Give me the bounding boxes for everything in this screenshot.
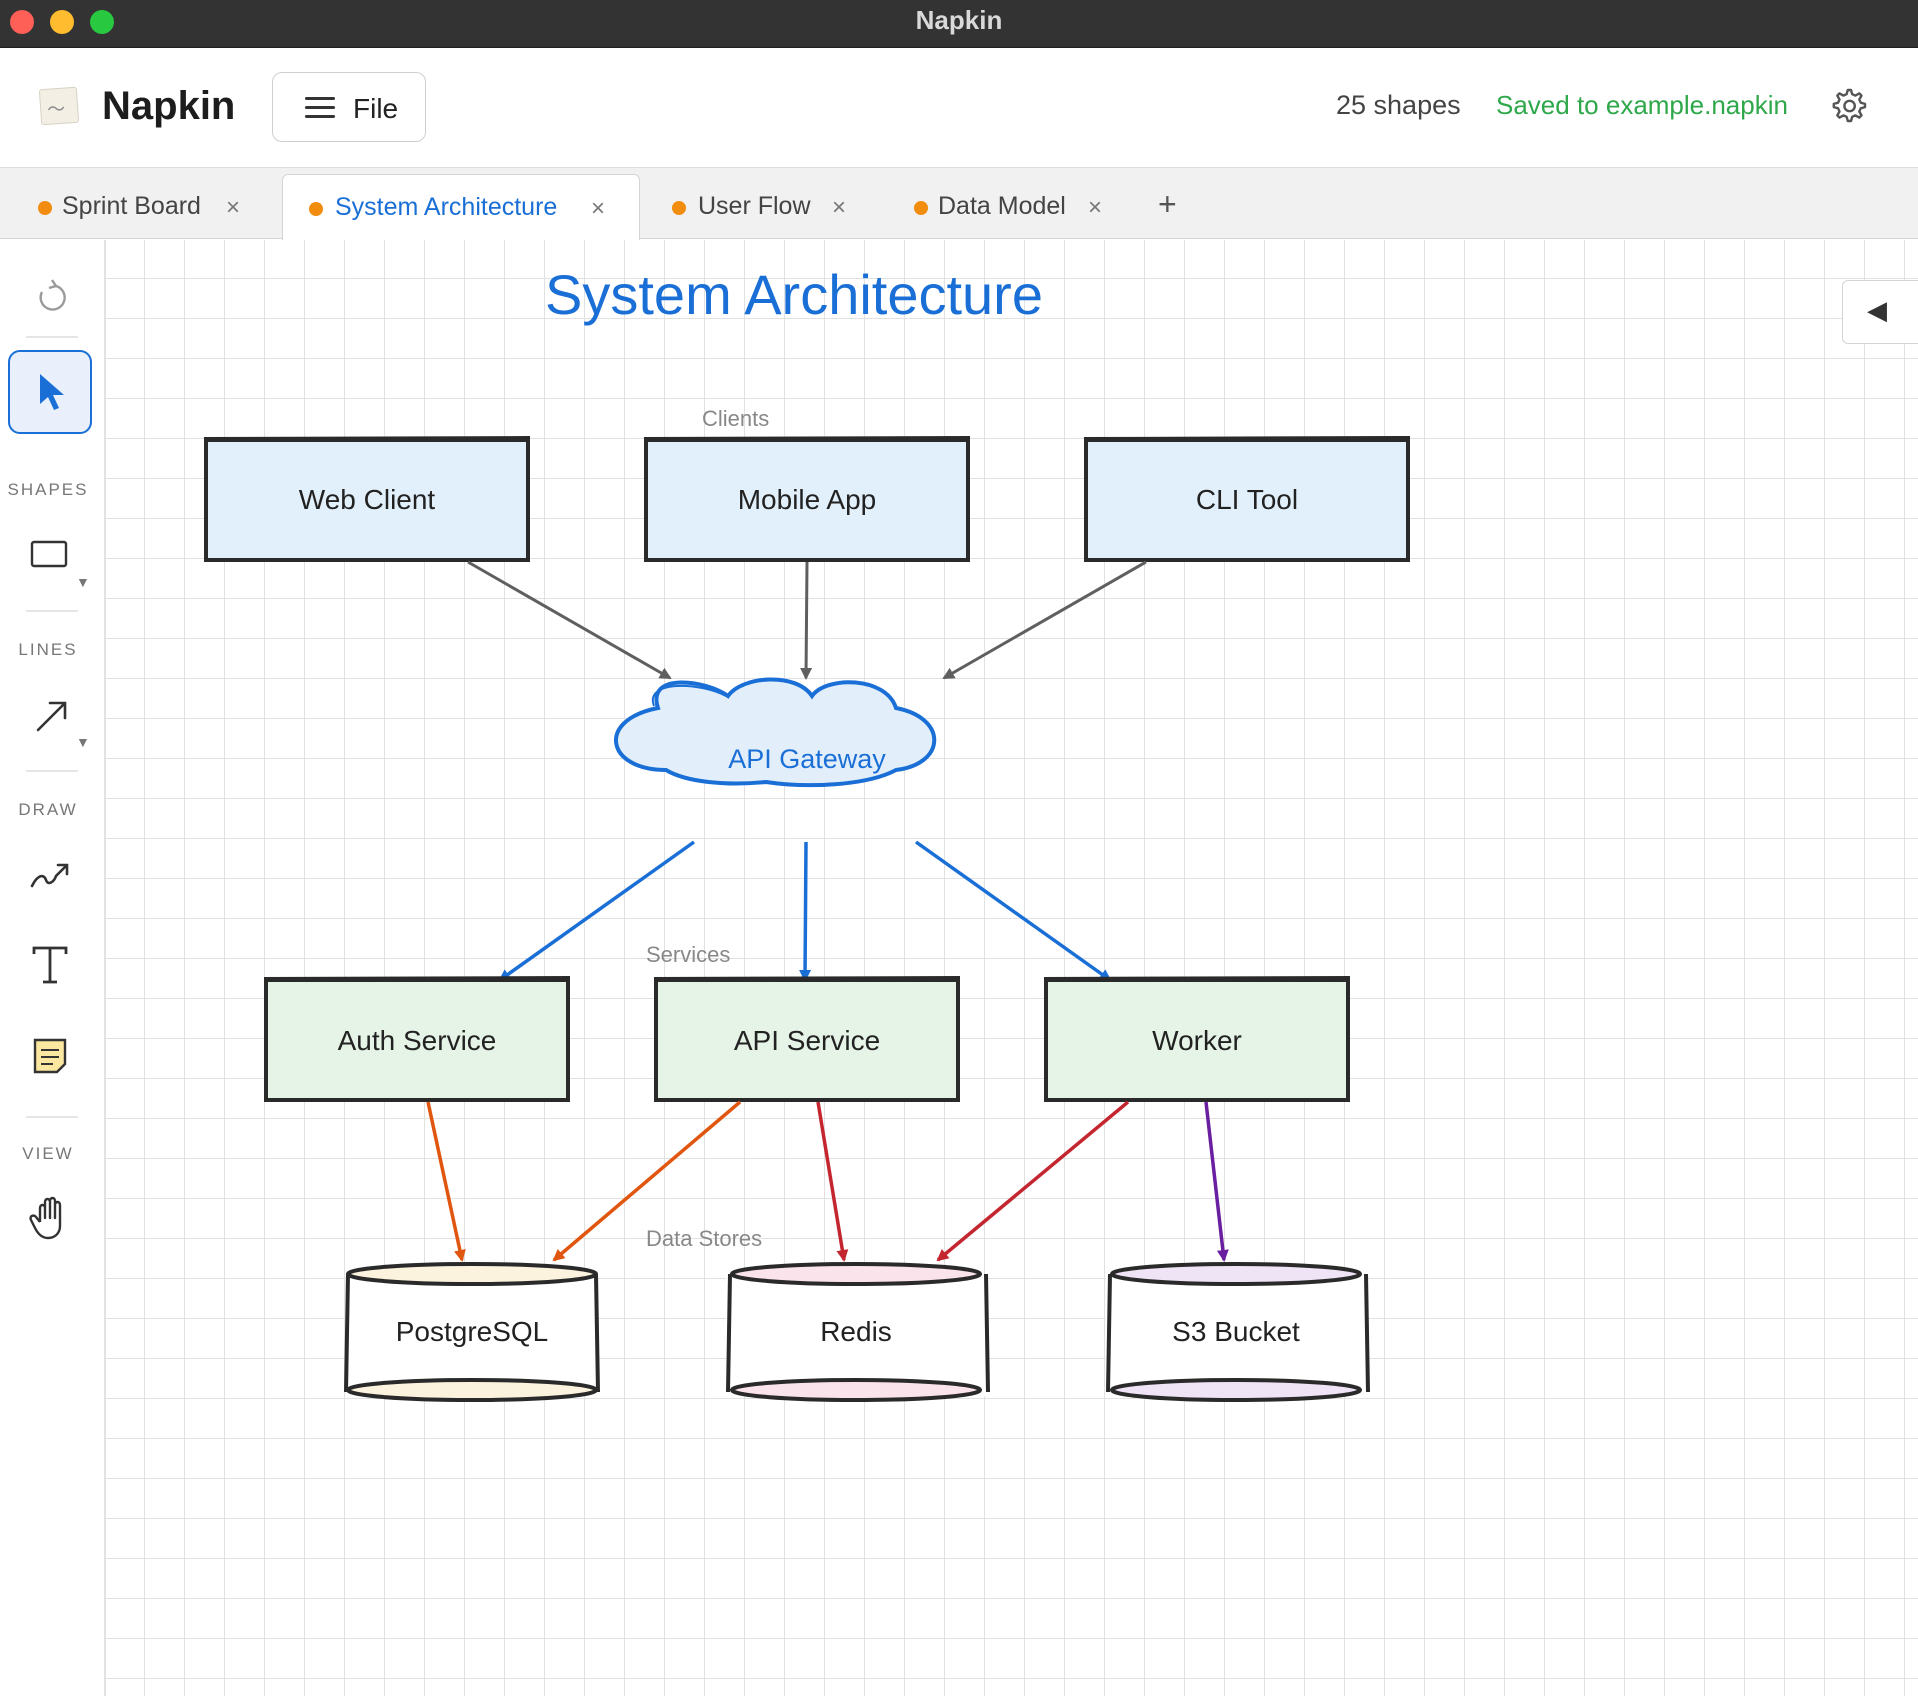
text-tool-button[interactable] [8,924,92,1008]
sticky-note-tool-button[interactable] [8,1014,92,1098]
hamburger-icon [305,97,335,119]
freehand-icon [30,863,69,888]
node-label: Worker [1152,1025,1242,1056]
group-label-services[interactable]: Services [646,942,730,967]
window-titlebar: Napkin [0,0,1918,48]
shape-count: 25 shapes [1336,90,1461,120]
section-label-shapes: SHAPES [7,480,89,499]
pointer-icon [40,374,64,410]
edge-gateway-to-worker[interactable] [914,840,1112,982]
file-button-label: File [353,93,399,124]
close-tab-icon[interactable]: × [591,195,606,222]
node-worker[interactable]: Worker [1043,976,1351,1102]
group-label-data-stores[interactable]: Data Stores [646,1226,762,1251]
node-auth-service[interactable]: Auth Service [263,976,571,1102]
toolbar-divider [26,1116,78,1118]
undo-button[interactable] [8,252,92,336]
tab-data-model[interactable]: Data Model × [904,174,1124,238]
node-s3-bucket[interactable]: S3 Bucket [1106,1262,1370,1402]
node-label: API Service [734,1025,880,1056]
caret-down-icon[interactable]: ▼ [76,734,90,750]
node-api-service[interactable]: API Service [653,976,961,1102]
tab-label: Sprint Board [62,192,201,220]
rectangle-tool-button[interactable] [8,512,92,596]
toolbar-divider [26,336,78,338]
arrow-tool-button[interactable] [8,672,92,756]
zoom-window-button[interactable] [90,10,114,34]
node-label: S3 Bucket [1172,1316,1300,1347]
edge-auth-to-postgres[interactable] [426,1101,466,1262]
rectangle-icon [30,540,68,568]
caret-down-icon[interactable]: ▼ [76,574,90,590]
sticky-note-icon [33,1038,67,1074]
edge-web-to-gateway[interactable] [467,560,672,680]
node-postgresql[interactable]: PostgreSQL [344,1262,600,1402]
node-label: Web Client [299,484,436,515]
section-label-draw: DRAW [18,800,78,819]
node-label: Auth Service [338,1025,497,1056]
pan-tool-button[interactable] [8,1174,92,1258]
node-redis[interactable]: Redis [726,1262,990,1402]
node-label: PostgreSQL [396,1316,549,1347]
tab-label: System Architecture [335,193,558,221]
select-tool-button[interactable] [8,350,92,434]
close-window-button[interactable] [10,10,34,34]
tool-sidebar: SHAPES ▼ LINES ▼ DRAW VIEW [0,240,106,1696]
freehand-tool-button[interactable] [8,830,92,914]
node-label: Mobile App [738,484,877,515]
add-tab-button[interactable]: + [1158,186,1177,222]
panel-toggle-button[interactable]: ◀ [1842,280,1918,344]
node-web-client[interactable]: Web Client [203,436,531,562]
edge-worker-to-redis[interactable] [936,1100,1130,1262]
gear-icon[interactable] [1828,86,1868,126]
node-api-gateway[interactable]: API Gateway [614,677,937,788]
diagram-title[interactable]: System Architecture [545,263,1043,326]
node-label: CLI Tool [1196,484,1298,515]
unsaved-dot-icon [672,201,686,215]
tab-user-flow[interactable]: User Flow × [662,174,862,238]
unsaved-dot-icon [914,201,928,215]
app-name: Napkin [102,84,236,128]
architecture-diagram: System Architecture Clients Services Dat… [203,263,1411,1402]
undo-icon [39,279,66,311]
text-icon [32,946,68,984]
close-tab-icon[interactable]: × [226,194,241,221]
edge-gateway-to-api[interactable] [799,841,812,982]
app-header: 〜 Napkin File 25 shapes Saved to example… [0,48,1918,168]
arrow-icon [36,701,67,732]
section-label-view: VIEW [22,1144,74,1163]
window-title: Napkin [915,5,1003,35]
tab-label: Data Model [938,192,1066,220]
tab-label: User Flow [698,192,811,220]
close-tab-icon[interactable]: × [832,194,847,221]
section-label-lines: LINES [18,640,78,659]
node-mobile-app[interactable]: Mobile App [643,436,971,562]
edge-gateway-to-auth[interactable] [498,840,696,982]
drawing-canvas[interactable]: System Architecture Clients Services Dat… [106,240,1918,1696]
node-cli-tool[interactable]: CLI Tool [1083,436,1411,562]
file-menu-button[interactable]: File [272,72,426,142]
close-tab-icon[interactable]: × [1088,194,1103,221]
node-label: Redis [820,1316,892,1347]
unsaved-dot-icon [309,202,323,216]
toolbar-divider [26,610,78,612]
edge-api-to-postgres[interactable] [552,1100,742,1262]
node-label: API Gateway [728,744,886,774]
tab-bar: Sprint Board × System Architecture × Use… [0,168,1918,240]
edge-worker-to-s3[interactable] [1204,1101,1229,1262]
triangle-left-icon: ◀ [1867,295,1887,325]
tab-sprint-board[interactable]: Sprint Board × [28,174,258,238]
toolbar-divider [26,770,78,772]
edge-api-to-redis[interactable] [816,1101,849,1262]
save-status: Saved to example.napkin [1496,90,1788,120]
group-label-clients[interactable]: Clients [702,406,769,431]
napkin-logo-icon: 〜 [38,86,80,126]
edge-cli-to-gateway[interactable] [942,560,1147,680]
unsaved-dot-icon [38,201,52,215]
tab-system-architecture[interactable]: System Architecture × [282,174,640,240]
edge-mobile-to-gateway[interactable] [800,561,813,680]
minimize-window-button[interactable] [50,10,74,34]
hand-icon [29,1196,62,1240]
